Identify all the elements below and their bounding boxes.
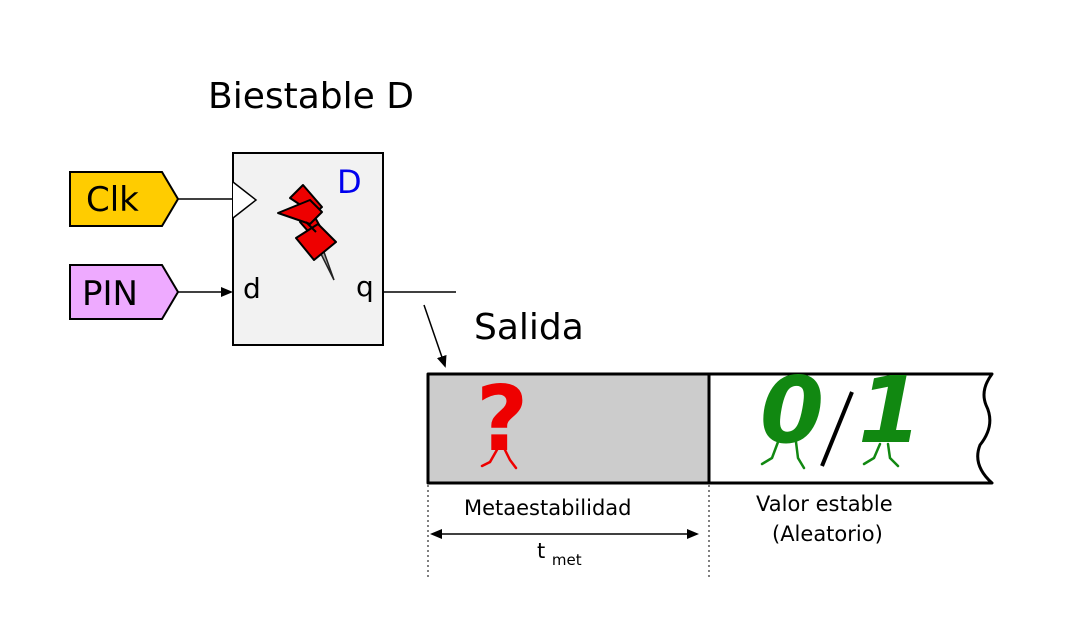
stable-caption-line2: (Aleatorio) — [772, 522, 883, 546]
stable-zero-figure: 0 — [760, 357, 824, 470]
stable-one-label: 1 — [858, 357, 922, 464]
diagram-title: Biestable D — [208, 76, 414, 117]
metastability-symbol: ? — [476, 367, 528, 472]
metastability-caption: Metaestabilidad — [464, 496, 631, 520]
output-pointer-arrow — [423, 304, 447, 368]
pushpin-icon — [277, 184, 337, 281]
tmet-label: t met — [537, 539, 582, 569]
clock-input-tag: Clk — [69, 171, 233, 227]
clock-label: Clk — [86, 180, 139, 220]
tmet-base: t — [537, 539, 545, 563]
pin-input-tag: PIN — [69, 264, 233, 320]
clock-triangle-icon — [232, 181, 258, 219]
output-title: Salida — [474, 307, 584, 348]
question-mark-figure: ? — [476, 367, 528, 472]
flipflop-input-label: d — [243, 272, 261, 305]
tmet-subscript: met — [552, 551, 582, 569]
slash-divider — [820, 391, 854, 467]
stable-one-figure: 1 — [858, 357, 922, 468]
pin-label: PIN — [82, 274, 138, 314]
output-timeline: ? 0 1 — [426, 357, 994, 485]
d-flipflop-block: D d q — [232, 152, 384, 346]
flipflop-output-label: q — [356, 270, 374, 303]
stable-zero-label: 0 — [760, 357, 824, 464]
stable-caption-line1: Valor estable — [756, 492, 893, 516]
flipflop-type-label: D — [337, 163, 362, 201]
metastability-region — [428, 374, 709, 483]
